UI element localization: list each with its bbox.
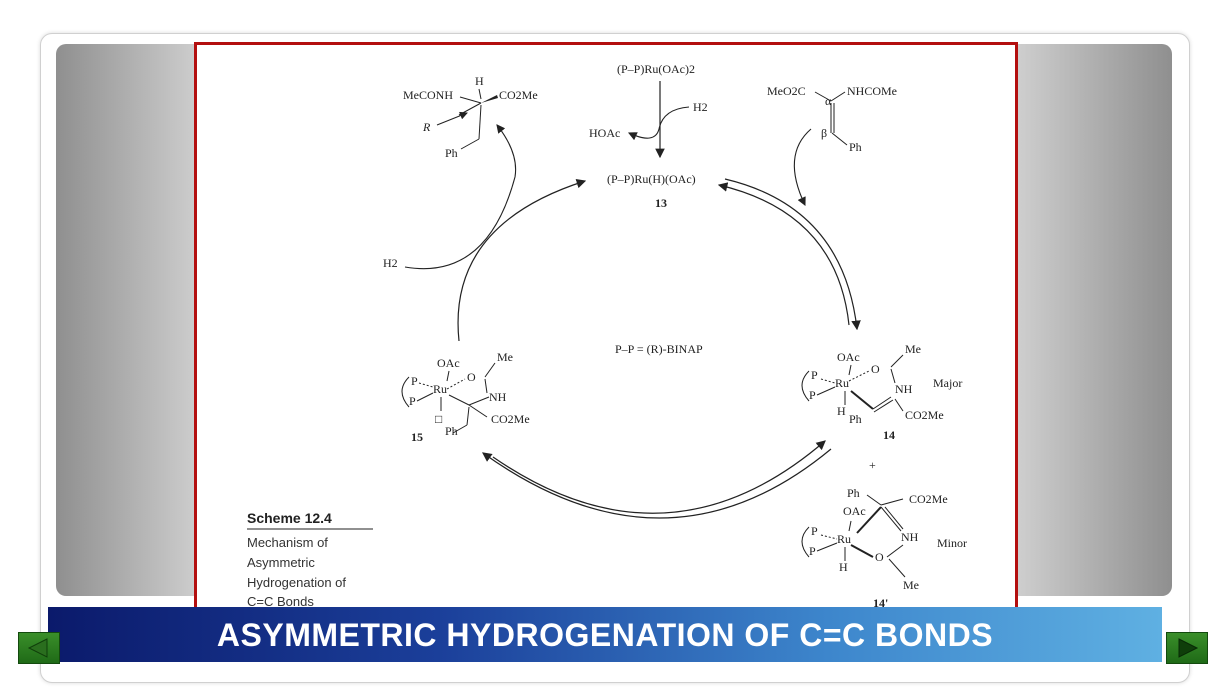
h2-hoac-curved-arrow	[628, 106, 690, 141]
svg-text:Hydrogenation of: Hydrogenation of	[247, 575, 346, 590]
h2-product-release-arrow	[404, 124, 517, 270]
svg-text:14': 14'	[873, 596, 888, 609]
ru-complex-14: OAc Me O NH Major Ru P P H Ph CO2Me 14	[801, 342, 962, 442]
catalytic-cycle-diagram: (P–P)Ru(OAc)2 H2 HOAc (P–P)Ru(H)(OAc) 13…	[247, 62, 967, 609]
previous-slide-button[interactable]	[18, 632, 60, 664]
hoac-byproduct: HOAc	[589, 126, 620, 140]
slide-title-bar: ASYMMETRIC HYDROGENATION OF C=C BONDS	[48, 607, 1162, 662]
svg-text:NHCOMe: NHCOMe	[847, 84, 897, 98]
svg-text:P: P	[409, 394, 416, 408]
svg-text:Me: Me	[497, 350, 513, 364]
svg-text:14: 14	[883, 428, 895, 442]
svg-text:OAc: OAc	[437, 356, 460, 370]
precatalyst-label: (P–P)Ru(OAc)2	[617, 62, 695, 76]
svg-text:O: O	[875, 550, 884, 564]
svg-text:CO2Me: CO2Me	[499, 88, 538, 102]
svg-text:CO2Me: CO2Me	[909, 492, 948, 506]
svg-text:Major: Major	[933, 376, 962, 390]
plus-sign: +	[869, 458, 876, 472]
scheme-caption: Scheme 12.4 Mechanism of Asymmetric Hydr…	[247, 510, 373, 609]
svg-text:α: α	[825, 94, 832, 108]
cycle-arrow-14-to-15	[482, 448, 832, 519]
substrate-entry-arrow	[793, 128, 812, 206]
svg-text:□: □	[435, 412, 442, 426]
svg-text:O: O	[467, 370, 476, 384]
triangle-right-icon	[1178, 638, 1199, 658]
svg-text:Me: Me	[903, 578, 919, 592]
svg-text:Minor: Minor	[937, 536, 967, 550]
svg-text:O: O	[871, 362, 880, 376]
h2-reagent-left: H2	[383, 256, 398, 270]
svg-text:MeO2C: MeO2C	[767, 84, 806, 98]
cycle-arrow-15-to-13	[457, 178, 587, 342]
svg-text:P: P	[811, 524, 818, 538]
cycle-arrow-15-to-14	[492, 440, 826, 514]
svg-text:H: H	[475, 74, 484, 88]
svg-text:Ph: Ph	[445, 424, 458, 438]
svg-text:CO2Me: CO2Me	[491, 412, 530, 426]
svg-text:β: β	[821, 126, 827, 140]
slide-title: ASYMMETRIC HYDROGENATION OF C=C BONDS	[216, 617, 994, 653]
substrate-structure: MeO2C α NHCOMe β Ph	[767, 84, 897, 154]
svg-text:P: P	[811, 368, 818, 382]
svg-text:P: P	[411, 374, 418, 388]
h2-reagent-top: H2	[693, 100, 708, 114]
svg-text:Ru: Ru	[835, 376, 849, 390]
svg-text:Ph: Ph	[445, 146, 458, 160]
svg-text:H: H	[837, 404, 846, 418]
svg-text:Mechanism of: Mechanism of	[247, 535, 328, 550]
svg-text:Ru: Ru	[433, 382, 447, 396]
reaction-scheme-frame: (P–P)Ru(OAc)2 H2 HOAc (P–P)Ru(H)(OAc) 13…	[194, 42, 1018, 612]
svg-text:H: H	[839, 560, 848, 574]
svg-text:NH: NH	[489, 390, 507, 404]
svg-text:P: P	[809, 388, 816, 402]
ru-complex-14-prime: Ph CO2Me OAc NH Minor Ru P P O H Me 14'	[801, 486, 967, 609]
next-slide-button[interactable]	[1166, 632, 1208, 664]
cycle-arrow-13-to-14	[724, 178, 861, 331]
svg-text:P: P	[809, 544, 816, 558]
cycle-arrow-14-to-13	[717, 182, 850, 326]
triangle-left-icon	[27, 638, 48, 658]
ru-complex-15: OAc Me O NH Ru P P □ CO2Me Ph 15	[401, 350, 530, 444]
svg-text:OAc: OAc	[837, 350, 860, 364]
svg-text:Ph: Ph	[847, 486, 860, 500]
svg-text:OAc: OAc	[843, 504, 866, 518]
svg-text:MeCONH: MeCONH	[403, 88, 453, 102]
svg-text:C=C Bonds: C=C Bonds	[247, 594, 314, 609]
svg-text:Ph: Ph	[849, 140, 862, 154]
svg-text:CO2Me: CO2Me	[905, 408, 944, 422]
svg-text:Scheme 12.4: Scheme 12.4	[247, 510, 332, 526]
svg-text:Ph: Ph	[849, 412, 862, 426]
catalyst-13-formula: (P–P)Ru(H)(OAc)	[607, 172, 696, 186]
binap-definition: P–P = (R)-BINAP	[615, 342, 703, 356]
svg-text:15: 15	[411, 430, 423, 444]
compound-label-13: 13	[655, 196, 667, 210]
svg-text:NH: NH	[895, 382, 913, 396]
svg-text:R: R	[422, 120, 431, 134]
product-structure: MeCONH H CO2Me R Ph	[403, 74, 538, 160]
svg-text:Me: Me	[905, 342, 921, 356]
svg-text:NH: NH	[901, 530, 919, 544]
svg-text:Ru: Ru	[837, 532, 851, 546]
svg-text:Asymmetric: Asymmetric	[247, 555, 315, 570]
